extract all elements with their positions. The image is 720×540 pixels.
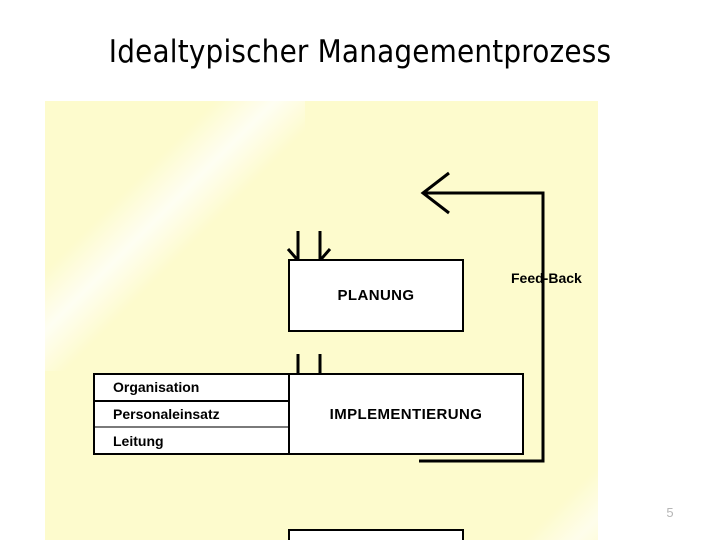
support-row-leitung[interactable]: Leitung (95, 428, 288, 453)
page-title: Idealtypischer Managementprozess (108, 34, 612, 70)
node-implementierung-label: IMPLEMENTIERUNG (329, 405, 483, 423)
support-row-label: Personaleinsatz (113, 406, 220, 422)
support-row-label: Leitung (113, 432, 164, 449)
support-stack: Organisation Personaleinsatz Leitung (93, 373, 290, 455)
node-kontrolle[interactable]: KONTROLLE (288, 529, 464, 540)
connector-feedback-path (419, 191, 545, 463)
arrowhead-feedback (420, 171, 450, 215)
diagram-panel: PLANUNG Organisation Personaleinsatz Lei… (45, 101, 598, 540)
page-number: 5 (666, 505, 674, 520)
support-row-organisation[interactable]: Organisation (95, 375, 288, 402)
node-implementierung[interactable]: IMPLEMENTIERUNG (288, 373, 524, 455)
feedback-label: Feed-Back (511, 270, 582, 286)
node-planung[interactable]: PLANUNG (288, 259, 464, 332)
support-row-label: Organisation (113, 379, 200, 396)
node-planung-label: PLANUNG (337, 287, 415, 304)
support-row-personaleinsatz[interactable]: Personaleinsatz (95, 402, 288, 429)
